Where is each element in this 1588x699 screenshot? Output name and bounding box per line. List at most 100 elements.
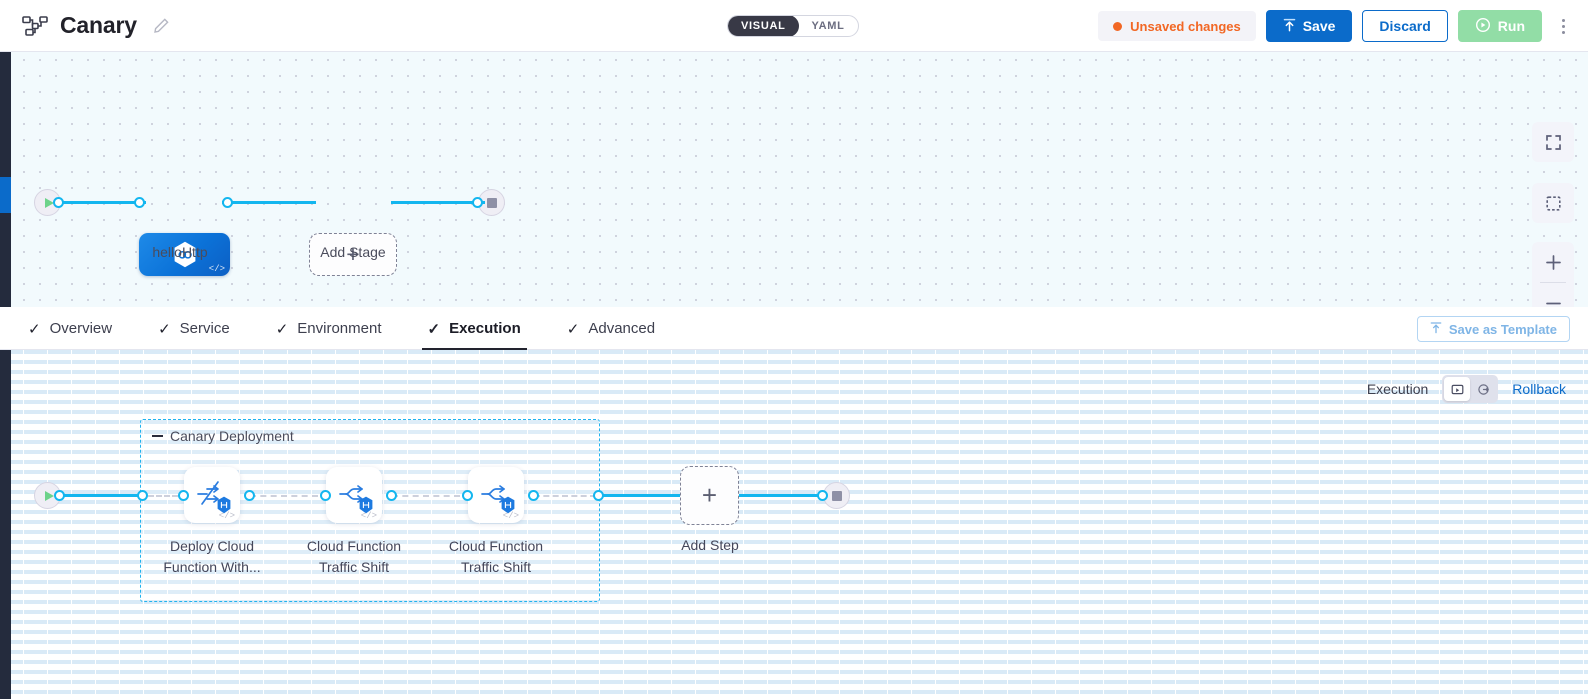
edge-exec-start [55,494,143,497]
discard-button-label: Discard [1379,18,1431,34]
edge-stage-to-addstage [222,201,316,204]
step-label-line2: Function With... [163,559,261,576]
check-icon: ✓ [275,320,289,338]
execution-view-icon[interactable] [1444,377,1471,401]
toggle-visual[interactable]: VISUAL [728,16,799,36]
toggle-yaml[interactable]: YAML [811,20,845,32]
fit-to-screen-icon[interactable] [1532,183,1574,223]
edge-group-to-addstep [600,494,680,497]
unsaved-changes-label: Unsaved changes [1130,18,1241,34]
step-label-line1: Cloud Function [306,538,402,554]
canvas-left-rail [0,52,11,307]
tab-overview[interactable]: ✓ Overview [22,307,118,350]
group-title-label: Canary Deployment [170,428,294,444]
rollback-link[interactable]: Rollback [1512,381,1566,397]
tab-execution-label: Execution [449,320,521,337]
add-step-label: Add Step [681,537,739,553]
tab-service[interactable]: ✓ Service [152,307,236,350]
unsaved-changes-badge: Unsaved changes [1098,11,1256,41]
port-step3-in[interactable] [462,490,473,501]
play-circle-icon [1475,17,1491,36]
tab-overview-label: Overview [49,320,113,337]
stop-square-icon [831,490,842,501]
execution-mode-bar: Execution Rollback [1367,375,1566,403]
header-left-group: Canary [0,12,170,39]
zoom-out-button[interactable] [1532,283,1574,307]
zoom-in-button[interactable] [1532,242,1574,282]
check-icon: ✓ [28,320,41,338]
edge-step1-to-step2 [250,495,318,497]
port-step2-in[interactable] [320,490,331,501]
tab-environment[interactable]: ✓ Environment [270,307,388,350]
port-group-out[interactable] [593,490,604,501]
mode-toggle[interactable]: VISUAL YAML [727,15,859,37]
port-step2-out[interactable] [386,490,397,501]
tab-list: ✓ Overview ✓ Service ✓ Environment ✓ Exe… [22,307,661,350]
stage-canvas[interactable]: </> helloHttp + Add Stage [0,52,1588,307]
port-group-in[interactable] [137,490,148,501]
tab-advanced-label: Advanced [588,320,656,337]
tab-advanced[interactable]: ✓ Advanced [561,307,661,350]
pencil-icon[interactable] [153,17,170,34]
step-label-deploy-cloud-function: Deploy Cloud Function With... [142,536,282,579]
step-node-traffic-shift-1[interactable]: </> [326,467,382,523]
minus-icon[interactable] [152,435,163,437]
plus-icon: + [701,480,718,510]
save-button-label: Save [1302,18,1336,34]
save-as-template-button[interactable]: Save as Template [1416,316,1570,342]
port-exec-end-in[interactable] [817,490,828,501]
step-node-deploy-cloud-function[interactable]: </> [184,467,240,523]
port-step1-in[interactable] [178,490,189,501]
stage-node-label: helloHttp [152,244,208,260]
execution-label: Execution [1366,381,1429,397]
discard-button[interactable]: Discard [1362,10,1448,42]
pipeline-icon [22,15,48,37]
canvas-left-rail-highlight [0,177,11,213]
step-label-traffic-shift-2: Cloud Function Traffic Shift [426,536,566,579]
step-label-line2: Traffic Shift [460,559,532,576]
port-exec-start-out[interactable] [54,490,65,501]
fullscreen-icon[interactable] [1532,122,1574,162]
step-label-line1: Deploy Cloud [169,538,255,554]
group-title[interactable]: Canary Deployment [152,428,294,444]
code-glyph-icon: </> [502,511,519,521]
save-as-template-label: Save as Template [1448,321,1557,337]
run-button-label: Run [1497,18,1525,34]
edge-step3-to-groupout [534,495,596,497]
port-start-out[interactable] [53,197,64,208]
edge-addstep-to-end [739,494,827,497]
code-glyph-icon: </> [218,511,235,521]
code-glyph-icon: </> [208,264,225,274]
step-label-line1: Cloud Function [448,538,544,554]
tab-execution[interactable]: ✓ Execution [421,307,528,350]
save-button[interactable]: Save [1265,10,1353,42]
canvas-fullscreen-group [1532,122,1574,162]
rollback-view-icon[interactable] [1470,377,1496,401]
execution-rollback-toggle[interactable] [1442,375,1499,403]
execution-left-rail [0,350,11,699]
step-node-traffic-shift-2[interactable]: </> [468,467,524,523]
add-stage-label: Add Stage [320,244,386,260]
page-title: Canary [60,12,137,38]
tab-environment-label: Environment [297,320,382,337]
stage-node-hellohttp[interactable]: </> [139,233,230,276]
code-glyph-icon: </> [360,511,377,521]
port-step1-out[interactable] [244,490,255,501]
port-stage-out[interactable] [222,197,233,208]
more-vertical-icon[interactable] [1552,10,1574,42]
header-actions: Unsaved changes Save Discard [1098,0,1574,52]
hexagon-badge-icon [500,496,516,514]
port-stage-in[interactable] [134,197,145,208]
step-label-line2: Traffic Shift [318,559,390,576]
run-button[interactable]: Run [1457,10,1542,42]
edge-start-to-stage [54,201,146,204]
add-stage-button[interactable]: + [309,233,397,276]
execution-canvas[interactable]: Execution Rollback [0,350,1588,699]
canvas-fit-group [1532,183,1574,223]
check-icon: ✓ [427,320,441,338]
port-end-in[interactable] [472,197,483,208]
zoom-divider [1540,282,1566,283]
add-step-button[interactable]: + [680,466,739,525]
port-step3-out[interactable] [528,490,539,501]
